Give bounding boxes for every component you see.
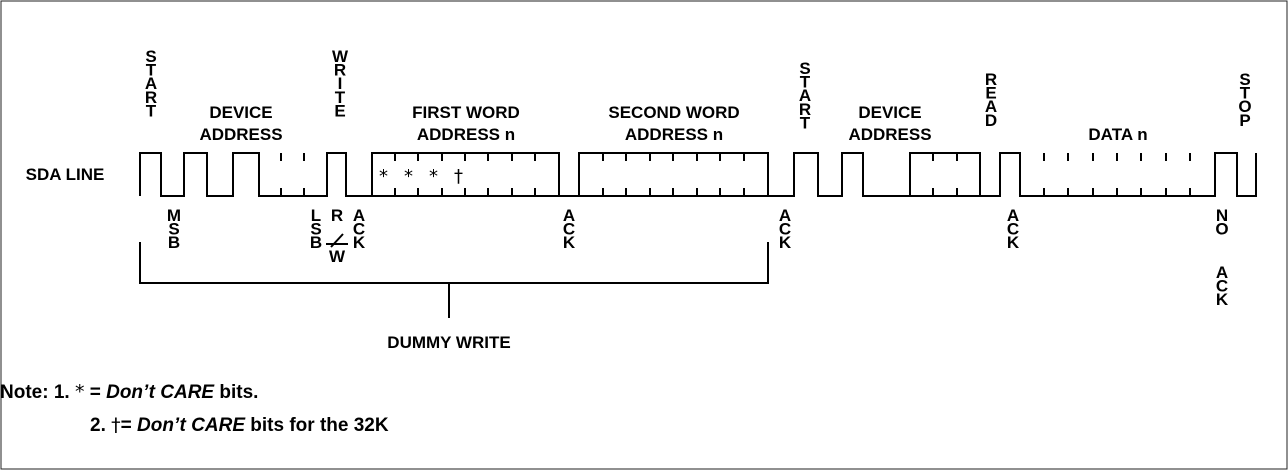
note-2: 2. †= Don’t CARE bits for the 32K [0, 409, 389, 442]
dont-care-marks: * * * † [379, 166, 463, 187]
notes: Note: 1. * = Don’t CARE bits. 2. †= Don’… [0, 376, 389, 442]
device-address-2-label-line1: DEVICE [858, 103, 921, 122]
note-2-symbol: † [111, 414, 121, 436]
rw-r-label: R [331, 206, 343, 225]
second-word-address-label-line2: ADDRESS n [625, 125, 723, 144]
data-n-label: DATA n [1088, 125, 1147, 144]
device-address-1-label-line2: ADDRESS [199, 125, 282, 144]
note-1-suffix: bits. [214, 382, 259, 403]
note-1-prefix: Note: 1. [0, 382, 75, 403]
rw-w-label: W [329, 247, 346, 266]
rw-slash [330, 233, 344, 248]
first-word-address-label-line1: FIRST WORD [412, 103, 520, 122]
note-1-symbol: * [74, 381, 85, 403]
device-address-1-label-line1: DEVICE [209, 103, 272, 122]
dummy-write-bracket [139, 242, 769, 318]
note-1: Note: 1. * = Don’t CARE bits. [0, 376, 389, 409]
note-2-emphasis: Don’t CARE [137, 415, 245, 436]
note-1-emphasis: Don’t CARE [106, 382, 215, 403]
first-word-address-label-line2: ADDRESS n [417, 125, 515, 144]
device-address-2-label-line2: ADDRESS [848, 125, 931, 144]
second-word-address-label-line1: SECOND WORD [608, 103, 739, 122]
sda-line-label: SDA LINE [26, 165, 105, 184]
note-2-suffix: bits for the 32K [245, 415, 389, 436]
note-2-eq: = [120, 415, 137, 436]
note-2-prefix: 2. [90, 415, 112, 436]
bit-ticks [280, 153, 1191, 196]
dummy-write-label: DUMMY WRITE [387, 333, 510, 352]
note-1-eq: = [84, 382, 107, 403]
